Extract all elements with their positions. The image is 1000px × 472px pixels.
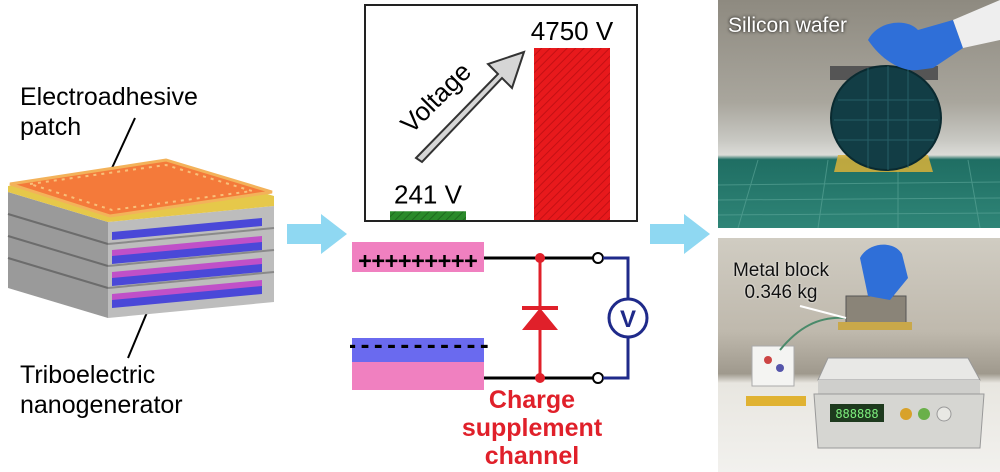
charge-supplement-channel-label: Charge supplement channel <box>461 386 603 470</box>
silicon-wafer <box>830 65 942 171</box>
bottom-electrode-layer <box>352 338 484 362</box>
silicon-wafer-caption: Silicon wafer <box>728 14 848 37</box>
gloved-hand <box>868 20 963 71</box>
terminal-top <box>592 252 604 264</box>
metal-block-photo: 888888 Metal block 0.346 kg <box>718 238 1000 472</box>
scale-readout: 888888 <box>835 407 878 421</box>
voltage-bar-2 <box>534 48 610 220</box>
silicon-wafer-photo: Silicon wafer <box>718 0 1000 228</box>
voltage-bar-label-2: 4750 V <box>531 16 614 46</box>
flow-arrow-2 <box>650 214 710 254</box>
patch-leader-line <box>111 117 136 169</box>
triboelectric-nanogenerator-label: Triboelectric nanogenerator <box>20 361 183 419</box>
metal-block <box>845 295 907 327</box>
flow-arrow-1 <box>287 214 347 254</box>
scale-display <box>830 404 884 422</box>
bottom-tribo-layer <box>352 362 484 390</box>
negative-charges: ----------- <box>350 334 491 359</box>
metal-block-caption: Metal block 0.346 kg <box>732 260 830 303</box>
voltmeter <box>607 297 649 339</box>
terminal-bottom <box>592 372 604 384</box>
voltage-arrow <box>414 50 526 164</box>
voltmeter-symbol: V <box>620 306 636 333</box>
teng-stack-illustration <box>7 117 275 359</box>
teng-electrode-strips <box>112 218 262 308</box>
positive-charges: +++++++++ <box>358 249 477 274</box>
voltage-bar-label-1: 241 V <box>394 179 463 209</box>
diode <box>522 308 558 330</box>
stack-left-face <box>8 192 108 318</box>
charge-circuit: +++++++++ ----------- V <box>350 242 649 390</box>
electroadhesive-patch-label: Electroadhesive patch <box>20 83 198 141</box>
electroadhesive-patch <box>9 158 273 218</box>
gloved-hand-bottom <box>860 244 908 300</box>
top-tribo-layer <box>352 242 484 272</box>
voltage-bar-1 <box>390 211 466 220</box>
teng-leader-line <box>127 309 149 359</box>
